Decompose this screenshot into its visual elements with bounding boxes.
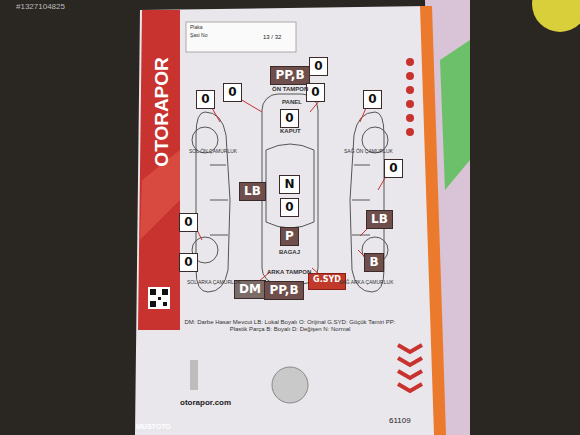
legend-note: DM: Darbe Hasar Mevcut LB: Lokal Boyalı … [175, 319, 405, 333]
status-box: 0 [223, 83, 242, 102]
status-code: G.SYD [313, 275, 341, 284]
part-name: ÖN TAMPON [272, 86, 308, 93]
status-box: 0 [280, 198, 299, 217]
status-box: P [280, 227, 299, 246]
status-code: PP,B [269, 283, 298, 297]
under-sheet-green [440, 40, 470, 190]
status-code: LB [371, 212, 388, 226]
status-code: P [285, 229, 294, 243]
car-right-side [350, 112, 388, 292]
part-name: BAGAJ [279, 249, 300, 256]
status-code: 0 [285, 200, 293, 214]
qr-code [148, 287, 170, 309]
status-box: 0 [196, 90, 215, 109]
status-box: 0 [179, 253, 198, 272]
car-top-view [262, 94, 318, 284]
status-box: N [279, 175, 300, 194]
leader-lines [197, 99, 385, 282]
brand-name: OTORAPOR [151, 57, 173, 166]
status-box: B [364, 253, 384, 272]
header-box [186, 22, 296, 52]
icon-column [406, 58, 414, 136]
status-box: LB [239, 182, 266, 201]
status-box: 0 [280, 109, 299, 128]
status-code: DM [239, 282, 261, 296]
status-box: 0 [384, 159, 403, 178]
part-name: SAĞ ÖN ÇAMURLUK [344, 149, 393, 155]
status-box: LB [366, 210, 393, 229]
status-code: B [369, 255, 378, 269]
status-box: PP,B [264, 281, 304, 300]
status-code: 0 [311, 85, 319, 99]
status-code: 0 [201, 92, 209, 106]
field-name: Şasi No [190, 33, 208, 39]
serial-number: 61109 [389, 416, 411, 425]
status-box: 0 [309, 57, 328, 76]
hologram-strip [190, 360, 198, 390]
yellow-paper [532, 0, 580, 32]
part-name: SAĞ ARKA ÇAMURLUK [339, 280, 393, 286]
website: otorapor.com [180, 398, 231, 407]
watermark: MUSTOTO [136, 423, 171, 431]
report-sheet [135, 6, 440, 435]
part-name: SOL ARKA ÇAMURLUK [187, 280, 241, 286]
status-code: 0 [184, 215, 192, 229]
chevrons [398, 345, 422, 391]
status-box: 0 [363, 90, 382, 109]
status-code: 0 [368, 92, 376, 106]
page-number: 13 / 32 [263, 34, 281, 41]
part-name: SOL ÖN ÇAMURLUK [189, 149, 237, 155]
status-code: N [284, 177, 294, 191]
qr-pattern [150, 289, 168, 307]
status-code: 0 [184, 255, 192, 269]
orange-sleeve [420, 6, 446, 435]
status-code: LB [244, 184, 261, 198]
part-name: PANEL [282, 99, 302, 106]
red-band [138, 10, 180, 330]
status-box: 0 [306, 83, 325, 102]
status-code: 0 [389, 161, 397, 175]
hologram-seal [272, 367, 308, 403]
part-name: KAPUT [280, 128, 301, 135]
part-name: ARKA TAMPON [267, 269, 311, 276]
status-code: 0 [314, 59, 322, 73]
status-box: 0 [179, 213, 198, 232]
status-box: PP,B [270, 66, 310, 85]
status-code: PP,B [275, 68, 304, 82]
status-code: 0 [228, 85, 236, 99]
status-code: 0 [285, 111, 293, 125]
watermark: #1327104825 [16, 2, 65, 11]
field-name: Plaka [190, 25, 203, 31]
